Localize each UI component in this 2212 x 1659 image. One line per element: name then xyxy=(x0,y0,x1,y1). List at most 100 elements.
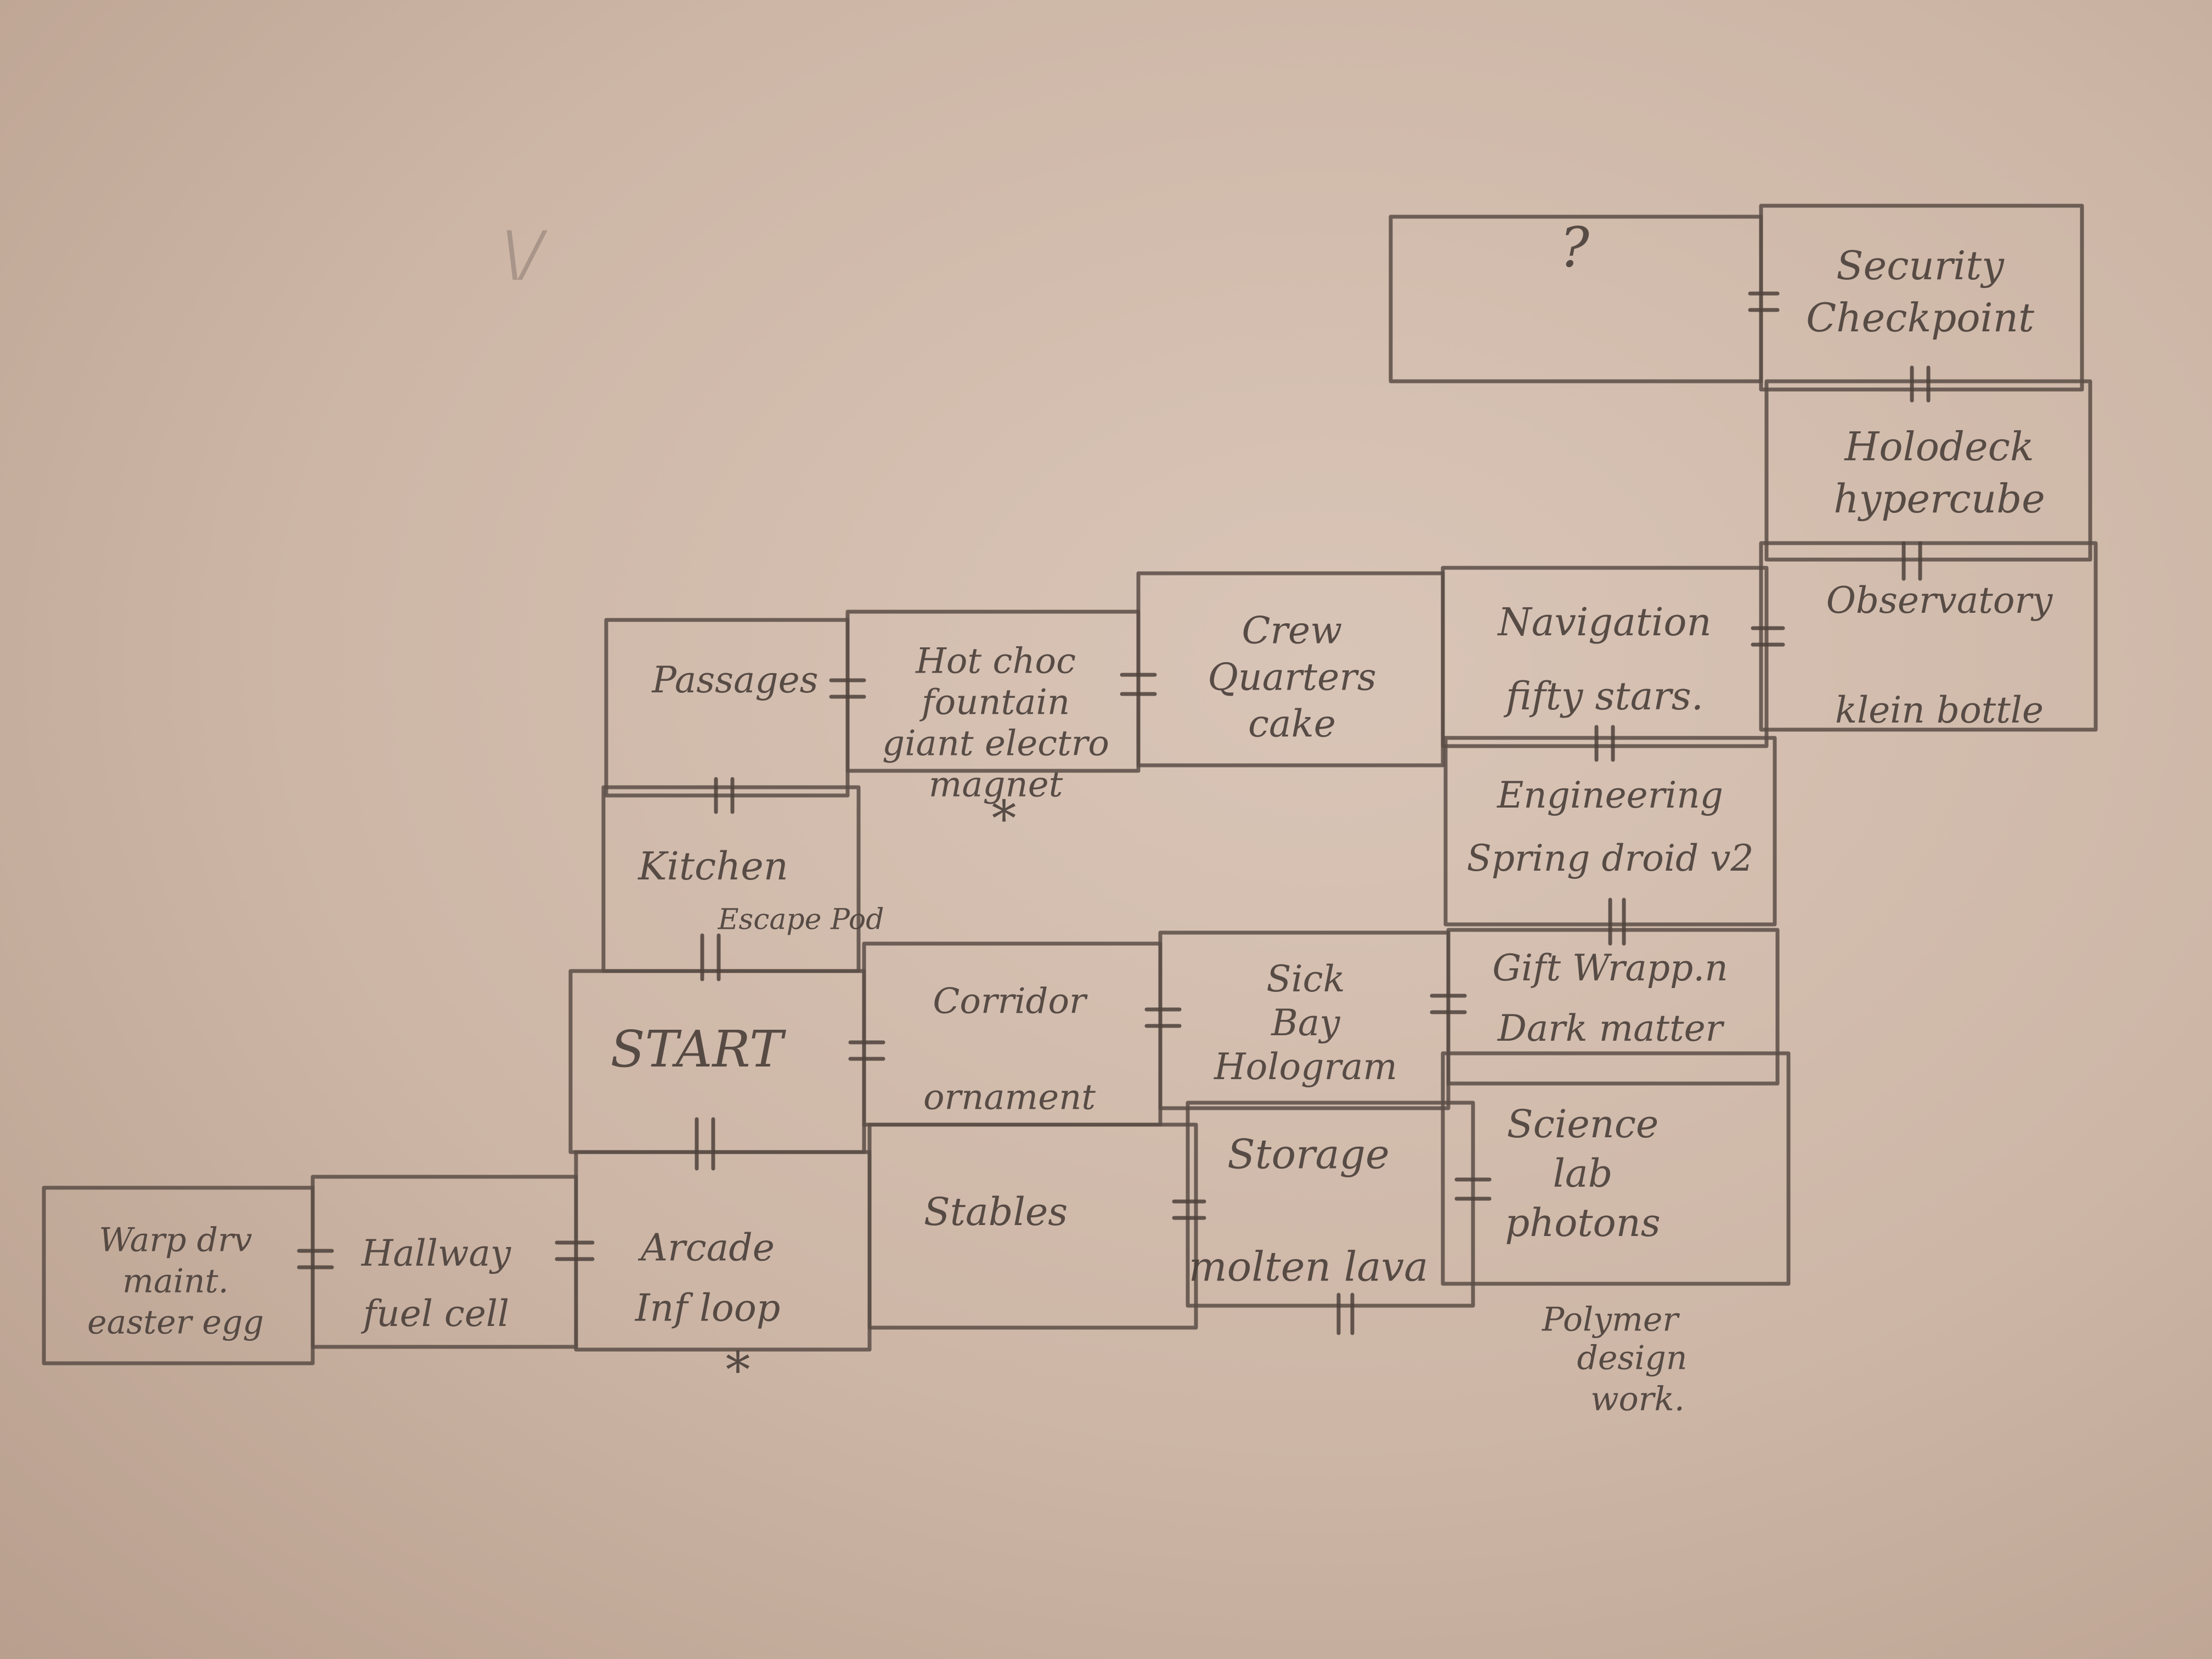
room-engineering-label-1: Engineering xyxy=(1497,774,1723,816)
room-navigation: Navigation fifty stars. xyxy=(1497,600,1711,719)
escape-pod-note: Escape Pod xyxy=(718,904,884,936)
room-warp-drive-label-3: easter egg xyxy=(87,1304,264,1342)
room-stables: Stables xyxy=(924,1189,1068,1234)
room-start-label-1: START xyxy=(611,1020,786,1079)
door-warp-hallway xyxy=(297,1249,334,1269)
polymer-line-3: work. xyxy=(1590,1380,1685,1419)
door-start-corridor xyxy=(848,1040,885,1061)
room-hot-choc-label-3: giant electro xyxy=(882,724,1109,764)
room-navigation-label-1: Navigation xyxy=(1497,600,1711,645)
room-kitchen: Kitchen xyxy=(637,844,788,889)
door-holodeck-observatory xyxy=(1901,541,1922,581)
room-storage-box xyxy=(1186,1101,1475,1308)
polymer-note: Polymer design work. xyxy=(1542,1301,1688,1419)
room-sick-bay-label-3: Hologram xyxy=(1214,1046,1397,1088)
room-crew-quarters-label-2: Quarters xyxy=(1207,656,1376,699)
room-warp-drive-label-1: Warp drv xyxy=(99,1221,252,1260)
room-navigation-box xyxy=(1441,566,1769,748)
door-start-arcade xyxy=(695,1117,715,1171)
room-observatory-label-1: Observatory xyxy=(1826,579,2053,622)
room-passages-box xyxy=(604,618,850,798)
polymer-line-2: design xyxy=(1577,1339,1688,1378)
star-mark-hot-choc: * xyxy=(992,790,1017,848)
room-holodeck-box xyxy=(1764,379,2092,562)
room-hallway-label-1: Hallway xyxy=(361,1232,511,1274)
room-arcade-label-2: Inf loop xyxy=(634,1287,781,1330)
room-start: START xyxy=(611,1020,786,1079)
room-hallway: Hallway fuel cell xyxy=(360,1232,511,1335)
room-observatory-box xyxy=(1759,541,2098,732)
door-stables-storage xyxy=(1172,1199,1206,1220)
door-kitchen-start xyxy=(700,933,721,981)
room-engineering-box xyxy=(1443,736,1777,927)
room-hallway-label-2: fuel cell xyxy=(360,1293,509,1335)
room-corridor-label-2: ornament xyxy=(923,1077,1096,1118)
door-passages-hotchoc xyxy=(829,678,866,699)
room-security-checkpoint-label-2: Checkpoint xyxy=(1806,295,2035,341)
door-sickbay-gift xyxy=(1430,994,1467,1014)
polymer-line-1: Polymer xyxy=(1542,1301,1680,1339)
room-gift-wrapping-box xyxy=(1446,928,1780,1086)
room-passages: Passages xyxy=(651,659,818,701)
ghost-mark: \/ xyxy=(502,218,548,289)
door-engineering-gift xyxy=(1608,898,1626,946)
room-hot-choc-label-1: Hot choc xyxy=(915,641,1076,682)
room-holodeck-label-1: Holodeck xyxy=(1843,424,2034,470)
room-science-lab-label-2: lab xyxy=(1553,1151,1613,1196)
room-stables-label-1: Stables xyxy=(924,1189,1068,1234)
room-science-lab-label-1: Science xyxy=(1507,1102,1659,1147)
room-corridor: Corridor ornament xyxy=(923,981,1096,1118)
room-outlines xyxy=(42,204,2098,1365)
door-storage-south xyxy=(1336,1293,1355,1335)
room-engineering-label-2: Spring droid v2 xyxy=(1466,837,1753,879)
room-science-lab-label-3: photons xyxy=(1505,1200,1660,1245)
room-observatory: Observatory klein bottle xyxy=(1826,579,2053,731)
door-navigation-engineering xyxy=(1594,725,1615,762)
room-storage-label-2: molten lava xyxy=(1189,1243,1429,1290)
room-gift-wrapping-label-2: Dark matter xyxy=(1497,1007,1725,1049)
room-observatory-label-2: klein bottle xyxy=(1835,689,2044,731)
room-security-checkpoint-label-1: Security xyxy=(1836,242,2005,289)
door-hotchoc-crew xyxy=(1120,673,1157,696)
room-storage-label-1: Storage xyxy=(1227,1131,1390,1178)
room-warp-drive-box xyxy=(42,1186,315,1365)
room-hot-choc-label-2: fountain xyxy=(919,682,1070,723)
star-mark-arcade: * xyxy=(726,1341,751,1399)
room-crew-quarters-label-3: cake xyxy=(1248,703,1336,746)
door-markers xyxy=(297,291,1931,1335)
room-security-checkpoint-box xyxy=(1759,204,2084,392)
door-storage-science xyxy=(1454,1177,1492,1201)
door-corridor-sickbay xyxy=(1144,1007,1182,1028)
room-crew-quarters-label-1: Crew xyxy=(1242,610,1342,653)
room-arcade-label-1: Arcade xyxy=(637,1227,775,1270)
room-unknown: ? xyxy=(1560,216,1590,280)
door-unknown-security xyxy=(1748,291,1780,312)
room-corridor-label-1: Corridor xyxy=(933,981,1088,1022)
room-storage: Storage molten lava xyxy=(1189,1131,1429,1290)
door-security-holodeck xyxy=(1910,365,1931,403)
door-hallway-arcade xyxy=(555,1240,595,1261)
door-passages-kitchen xyxy=(714,777,735,814)
room-unknown-label-1: ? xyxy=(1560,216,1590,280)
room-navigation-label-2: fifty stars. xyxy=(1503,674,1703,719)
room-sick-bay-label-1: Sick xyxy=(1266,958,1345,1000)
room-gift-wrapping-label-1: Gift Wrapp.n xyxy=(1492,947,1728,989)
room-kitchen-label-1: Kitchen xyxy=(637,844,788,889)
room-hot-choc-label-4: magnet xyxy=(929,765,1063,805)
room-passages-label-1: Passages xyxy=(651,659,818,701)
room-holodeck-label-2: hypercube xyxy=(1833,476,2045,522)
room-holodeck: Holodeck hypercube xyxy=(1833,424,2045,522)
door-navigation-observatory xyxy=(1751,626,1785,647)
room-sick-bay-label-2: Bay xyxy=(1271,1002,1340,1044)
